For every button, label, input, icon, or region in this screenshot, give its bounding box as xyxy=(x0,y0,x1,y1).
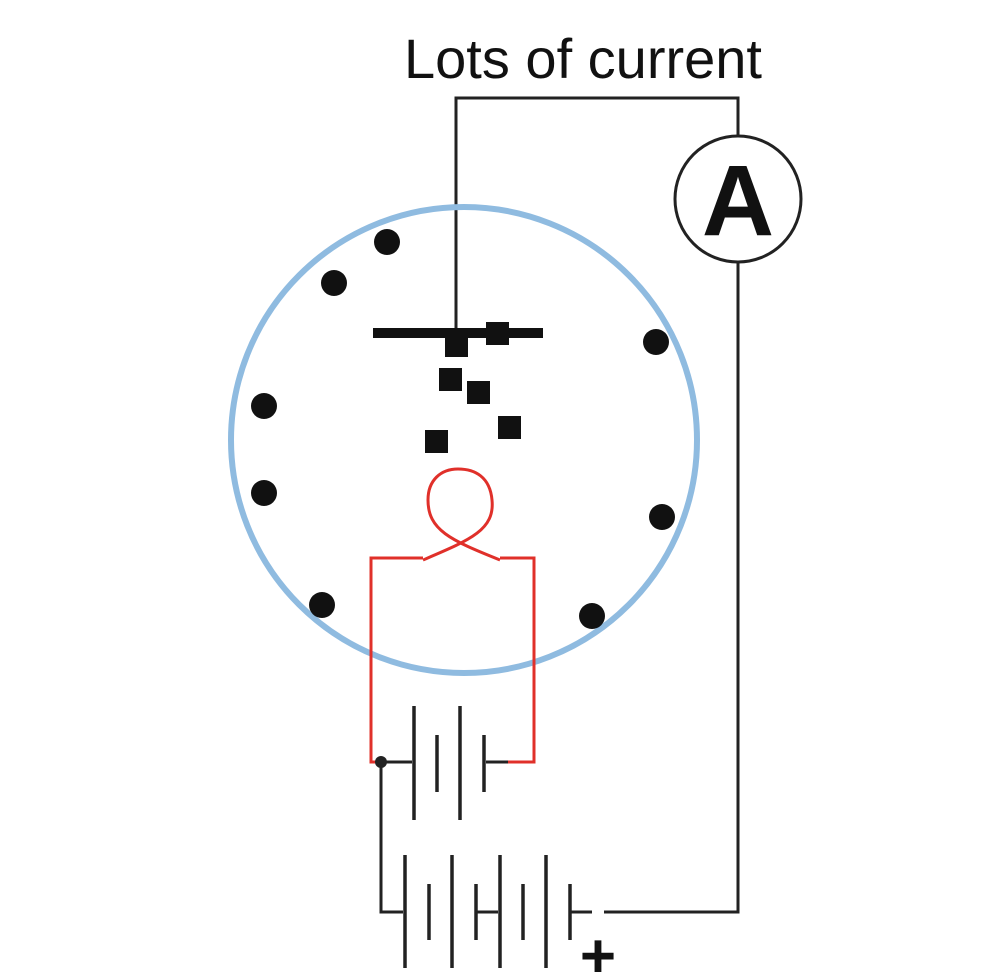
gas-ion xyxy=(321,270,347,296)
diagram-title: Lots of current xyxy=(404,27,762,90)
gas-ion xyxy=(309,592,335,618)
gas-ion xyxy=(251,480,277,506)
electron xyxy=(486,322,509,345)
heater-battery xyxy=(375,706,508,820)
plate-circuit-wire xyxy=(454,96,740,914)
electron xyxy=(467,381,490,404)
gas-ion xyxy=(374,229,400,255)
ammeter-label: A xyxy=(702,145,774,257)
gas-ion xyxy=(643,329,669,355)
anode-plate xyxy=(373,328,543,338)
glass-tube xyxy=(228,204,700,676)
electrons xyxy=(425,322,521,453)
electron xyxy=(439,368,462,391)
gas-ions xyxy=(251,229,675,629)
plate-battery xyxy=(379,762,592,968)
ammeter: A xyxy=(673,134,803,264)
gas-ion xyxy=(251,393,277,419)
electron xyxy=(445,334,468,357)
gas-ion xyxy=(649,504,675,530)
gas-ion xyxy=(579,603,605,629)
electron xyxy=(498,416,521,439)
positive-terminal-sign: + xyxy=(580,922,616,979)
electron xyxy=(425,430,448,453)
filament xyxy=(422,467,501,562)
